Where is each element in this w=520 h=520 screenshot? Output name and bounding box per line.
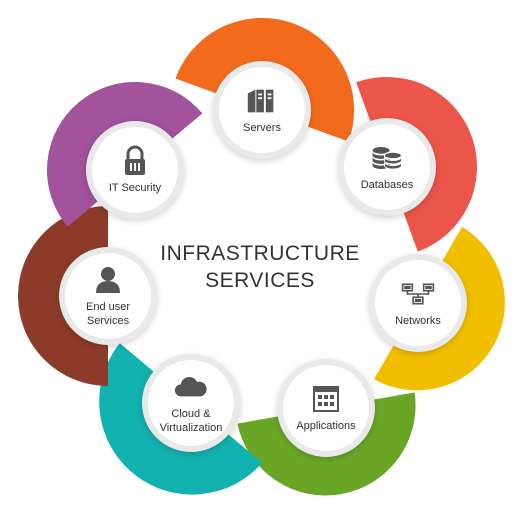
center-disc (112, 120, 408, 416)
title-line-1: INFRASTRUCTURE (160, 242, 360, 265)
applications-node[interactable]: Applications (283, 365, 369, 451)
end-user-ring-segment (18, 206, 108, 386)
servers-label: Servers (243, 121, 281, 134)
databases-label: Databases (360, 178, 414, 191)
cloud-icon (174, 372, 208, 402)
title-line-2: SERVICES (205, 269, 315, 292)
applications-label: Applications (296, 419, 356, 432)
cloud-virtualization-node[interactable]: Cloud & Virtualization (148, 360, 234, 446)
lock-icon (118, 145, 152, 176)
networks-node[interactable]: Networks (375, 260, 461, 346)
cloud-virtualization-label: Cloud & Virtualization (159, 407, 223, 434)
servers-node[interactable]: Servers (219, 67, 305, 153)
end-user-services-label: End user Services (85, 300, 131, 327)
end-user-services-node[interactable]: End user Services (65, 253, 151, 339)
networks-label: Networks (395, 314, 441, 327)
database-icon (370, 143, 404, 173)
diagram-title: INFRASTRUCTURE SERVICES (160, 240, 360, 294)
network-icon (401, 279, 435, 309)
databases-node[interactable]: Databases (344, 124, 430, 210)
it-security-node[interactable]: IT Security (92, 127, 178, 213)
user-icon (91, 265, 125, 295)
server-rack-icon (245, 86, 279, 116)
app-grid-icon (309, 384, 343, 414)
it-security-label: IT Security (108, 181, 162, 194)
